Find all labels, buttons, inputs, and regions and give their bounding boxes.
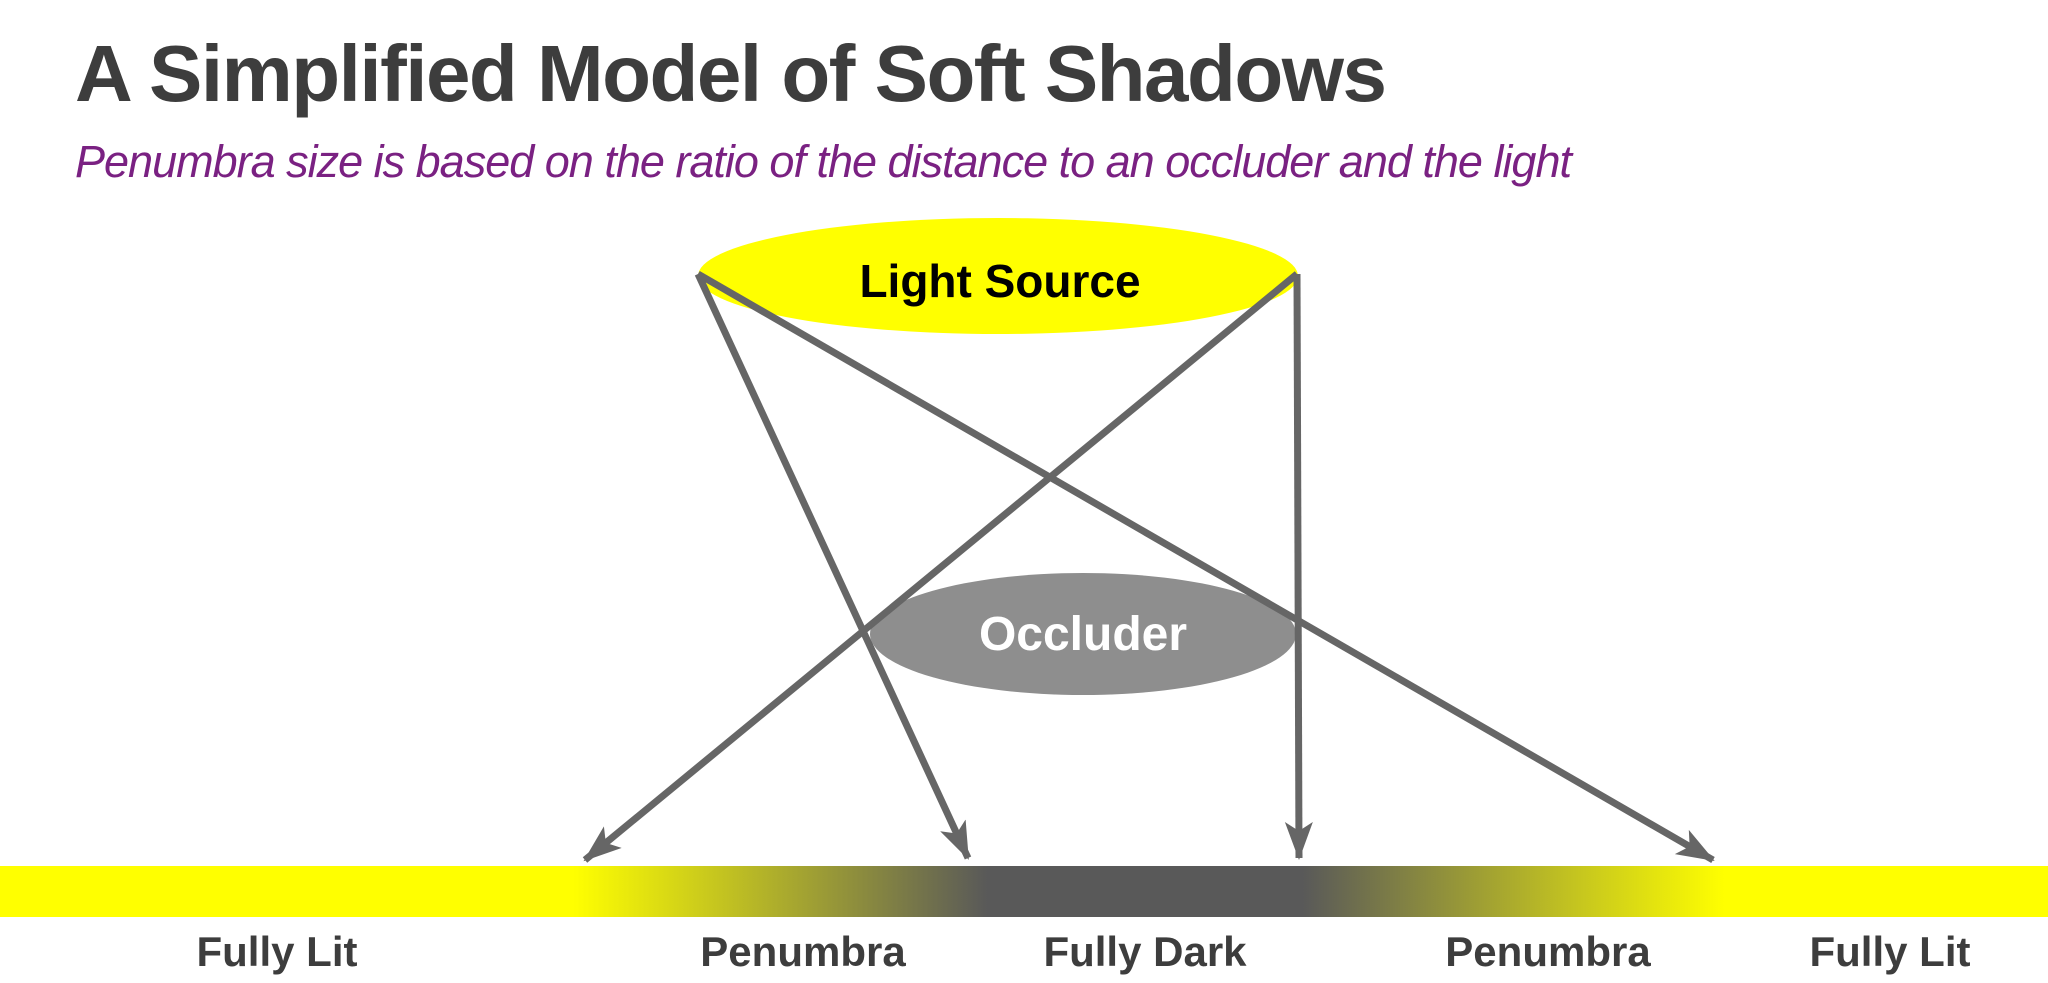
occluder-label: Occluder xyxy=(979,608,1187,661)
zone-label-fully-lit-right: Fully Lit xyxy=(1810,928,1971,975)
light-source-label: Light Source xyxy=(859,255,1140,307)
slide-subtitle: Penumbra size is based on the ratio of t… xyxy=(75,136,1572,187)
zone-label-fully-lit-left: Fully Lit xyxy=(197,928,358,975)
ray-light-left-to-umbra-left xyxy=(694,272,972,860)
ray-light-right-to-penumbra-left xyxy=(582,271,1300,863)
zone-label-penumbra-left: Penumbra xyxy=(700,928,906,975)
zone-label-fully-dark: Fully Dark xyxy=(1043,928,1247,975)
light-source-ellipse xyxy=(698,218,1298,334)
zone-label-penumbra-right: Penumbra xyxy=(1445,928,1651,975)
slide-title: A Simplified Model of Soft Shadows xyxy=(75,29,1387,118)
ray-light-left-to-penumbra-right xyxy=(696,270,1715,864)
ground-shadow-bar xyxy=(0,866,2048,917)
ray-light-right-to-umbra-right xyxy=(1284,273,1313,860)
occluder-ellipse xyxy=(870,573,1296,695)
